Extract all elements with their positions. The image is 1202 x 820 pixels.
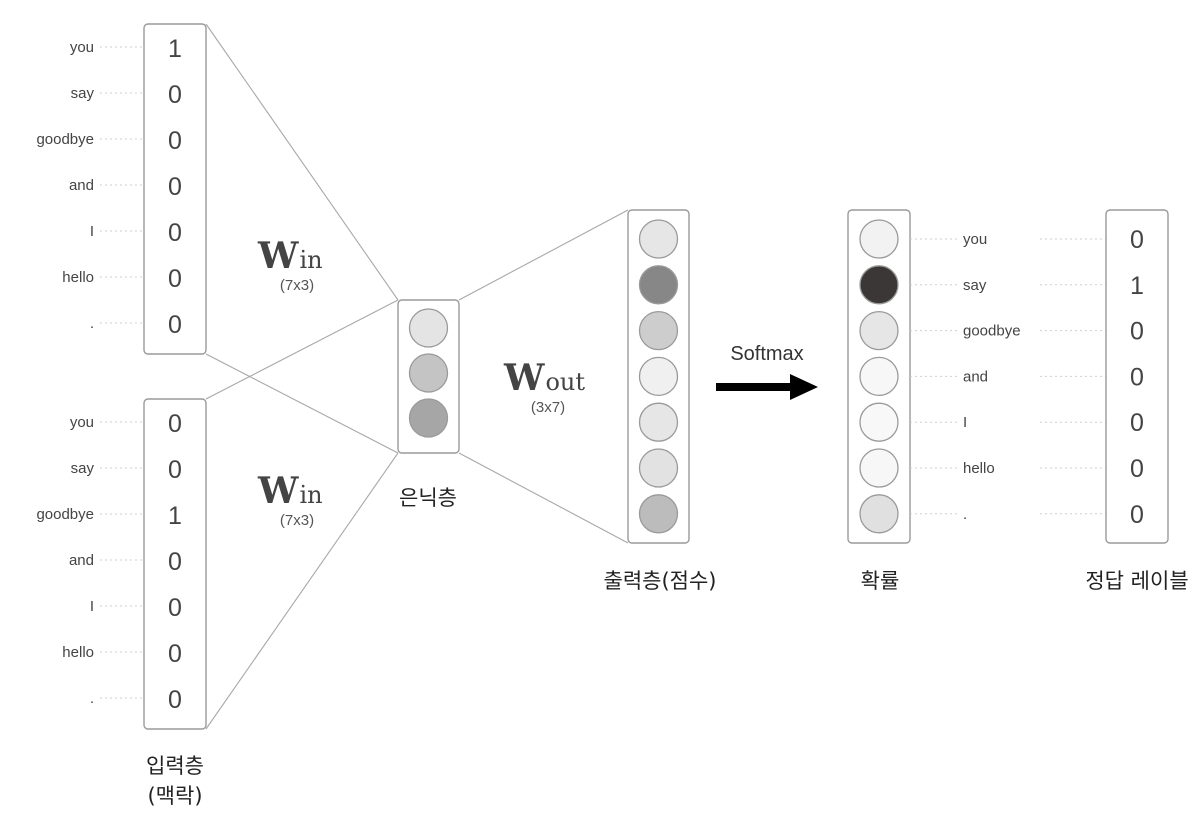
vocab-word: say bbox=[71, 460, 95, 477]
wout-sub: out bbox=[545, 368, 585, 396]
vocab-word: . bbox=[963, 506, 967, 523]
softmax-arrow: Softmax bbox=[716, 343, 818, 400]
input-value: 0 bbox=[168, 173, 182, 201]
vocab-word: you bbox=[70, 414, 94, 431]
output-neuron bbox=[638, 494, 679, 534]
win-sub: in bbox=[299, 246, 322, 274]
probability-neuron bbox=[859, 310, 899, 351]
vocab-word: I bbox=[90, 223, 94, 240]
output-neuron bbox=[638, 448, 679, 488]
output-neuron bbox=[638, 219, 679, 259]
arrow-shaft bbox=[716, 383, 792, 391]
vocab-word: and bbox=[69, 552, 94, 569]
output-layer: 출력층(점수) bbox=[604, 209, 717, 593]
win-main: W bbox=[257, 470, 299, 512]
answer-value: 0 bbox=[1130, 363, 1144, 391]
probability-neuron bbox=[859, 402, 899, 442]
hidden-neuron bbox=[408, 398, 449, 438]
vocab-word: and bbox=[69, 177, 94, 194]
answer-label-caption: 정답 레이블 bbox=[1085, 569, 1188, 593]
probability-neuron bbox=[859, 448, 899, 488]
answer-value: 0 bbox=[1130, 501, 1144, 529]
input-layer-sublabel: (맥락) bbox=[147, 784, 202, 808]
arrow-head-icon bbox=[790, 374, 818, 400]
probability-neuron bbox=[859, 494, 899, 534]
input-layer-label: 입력층 bbox=[146, 754, 204, 778]
input-value: 0 bbox=[168, 219, 182, 247]
softmax-label: Softmax bbox=[730, 343, 803, 365]
input-value: 0 bbox=[168, 265, 182, 293]
wout-main: W bbox=[503, 357, 545, 399]
probability-neuron bbox=[859, 219, 899, 259]
win-dim: (7x3) bbox=[280, 512, 314, 529]
vocab-word: I bbox=[963, 414, 967, 431]
input-value: 0 bbox=[168, 410, 182, 438]
vocab-word: say bbox=[963, 277, 987, 294]
input-value: 0 bbox=[168, 456, 182, 484]
vocab-word: goodbye bbox=[36, 131, 94, 148]
win-dim: (7x3) bbox=[280, 277, 314, 294]
vocab-word: goodbye bbox=[963, 323, 1021, 340]
vocab-word: you bbox=[70, 39, 94, 56]
probability-label: 확률 bbox=[861, 569, 900, 593]
vocab-word: I bbox=[90, 598, 94, 615]
vocab-word: hello bbox=[963, 460, 995, 477]
output-neuron bbox=[638, 402, 679, 442]
answer-value: 0 bbox=[1130, 226, 1144, 254]
input-value: 0 bbox=[168, 594, 182, 622]
win-label-1: Win (7x3) bbox=[257, 235, 323, 294]
output-neuron bbox=[638, 356, 679, 397]
input-value: 0 bbox=[168, 127, 182, 155]
input-value: 0 bbox=[168, 311, 182, 339]
svg-text:Wout: Wout bbox=[503, 357, 585, 399]
input-vector-box-2 bbox=[143, 398, 207, 730]
input-vector-box-1 bbox=[143, 23, 207, 355]
answer-vector-box bbox=[1105, 209, 1169, 544]
win-main: W bbox=[257, 235, 299, 277]
vocab-word: hello bbox=[62, 269, 94, 286]
answer-value: 0 bbox=[1130, 409, 1144, 437]
input-value: 0 bbox=[168, 640, 182, 668]
svg-text:Win: Win bbox=[257, 235, 323, 277]
output-layer-label: 출력층(점수) bbox=[604, 569, 717, 593]
wout-label: Wout (3x7) bbox=[503, 357, 585, 416]
hidden-layer-label: 은닉층 bbox=[399, 486, 457, 510]
vocab-word: . bbox=[90, 690, 94, 707]
connection-lines bbox=[205, 23, 629, 730]
vocab-word: . bbox=[90, 315, 94, 332]
win-sub: in bbox=[299, 481, 322, 509]
vocab-word: goodbye bbox=[36, 506, 94, 523]
output-neuron bbox=[638, 310, 679, 351]
hidden-neuron bbox=[408, 308, 449, 348]
hidden-neuron bbox=[408, 353, 449, 393]
answer-label-vector: 0 1 0 0 0 0 0 정답 레이블 bbox=[1085, 209, 1189, 593]
hidden-layer: 은닉층 bbox=[397, 299, 460, 510]
answer-value: 1 bbox=[1130, 272, 1144, 300]
svg-text:Win: Win bbox=[257, 470, 323, 512]
vocab-word: you bbox=[963, 231, 987, 248]
input-value: 1 bbox=[168, 502, 182, 530]
answer-value: 0 bbox=[1130, 455, 1144, 483]
input-value: 0 bbox=[168, 81, 182, 109]
vocab-word: say bbox=[71, 85, 95, 102]
input-value: 0 bbox=[168, 686, 182, 714]
wout-dim: (3x7) bbox=[531, 399, 565, 416]
input-layer-caption: 입력층 (맥락) bbox=[146, 754, 204, 808]
output-neuron bbox=[638, 265, 679, 305]
probability-neuron bbox=[859, 356, 899, 397]
vocab-word: and bbox=[963, 368, 988, 385]
probability-neuron bbox=[859, 265, 899, 305]
input-value: 1 bbox=[168, 35, 182, 63]
win-label-2: Win (7x3) bbox=[257, 470, 323, 529]
answer-value: 0 bbox=[1130, 318, 1144, 346]
input-value: 0 bbox=[168, 548, 182, 576]
vocab-word: hello bbox=[62, 644, 94, 661]
